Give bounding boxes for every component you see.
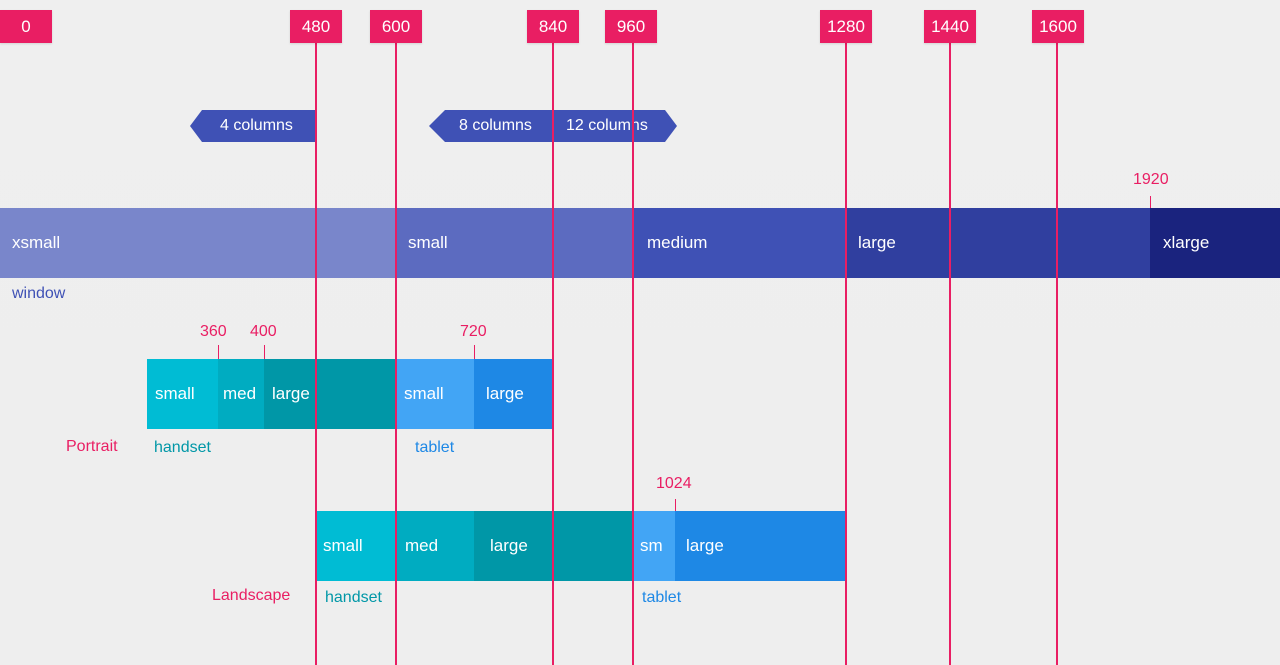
portrait-400-marker: 400: [250, 323, 277, 340]
landscape-tablet-sm-segment: sm: [632, 511, 675, 581]
window-medium-label: medium: [647, 233, 708, 252]
landscape-tablet-label: tablet: [642, 589, 682, 606]
breakpoint-line-480: [315, 43, 317, 665]
four-columns-arrow: 4 columns: [190, 110, 315, 142]
breakpoint-label-0: 0: [0, 10, 52, 43]
window-1920-marker: 1920: [1133, 171, 1169, 188]
portrait-tablet-label: tablet: [415, 439, 455, 456]
landscape-tablet-sm-label: sm: [640, 536, 663, 555]
landscape-handset-label: handset: [325, 589, 382, 606]
landscape-1024-marker: 1024: [656, 475, 692, 492]
portrait-med-label: med: [223, 384, 257, 403]
breakpoint-line-1280: [845, 43, 847, 665]
portrait-400-tick: [264, 345, 265, 359]
portrait-large-segment: large: [264, 359, 395, 429]
portrait-med-segment: med: [218, 359, 264, 429]
landscape-tablet-large-segment: large: [675, 511, 845, 581]
landscape-title: Landscape: [212, 587, 291, 604]
breakpoint-line-840: [552, 43, 554, 665]
breakpoint-line-1440: [949, 43, 951, 665]
window-xlarge-band: xlarge: [1150, 208, 1280, 278]
portrait-tablet-large-segment: large: [474, 359, 552, 429]
breakpoint-label-480: 480: [290, 10, 342, 43]
window-xsmall-label: xsmall: [12, 233, 61, 252]
portrait-tablet-small-label: small: [404, 384, 444, 403]
window-xlarge-label: xlarge: [1163, 233, 1210, 252]
landscape-med-label: med: [405, 536, 439, 555]
portrait-tablet-large-label: large: [486, 384, 524, 403]
landscape-med-segment: med: [395, 511, 474, 581]
twelve-columns-label: 12 columns: [566, 117, 648, 134]
breakpoint-line-600: [395, 43, 397, 665]
landscape-tablet-large-label: large: [686, 536, 724, 555]
window-small-band: small: [395, 208, 632, 278]
portrait-360-marker: 360: [200, 323, 227, 340]
portrait-tablet-small-segment: small: [395, 359, 474, 429]
landscape-small-segment: small: [315, 511, 395, 581]
window-label: window: [12, 285, 66, 302]
landscape-1024-tick: [675, 499, 676, 511]
window-xsmall-band: xsmall: [0, 208, 395, 278]
breakpoint-label-600: 600: [370, 10, 422, 43]
breakpoint-label-1600: 1600: [1032, 10, 1084, 43]
breakpoint-line-960: [632, 43, 634, 665]
portrait-small-label: small: [155, 384, 195, 403]
window-medium-band: medium: [632, 208, 845, 278]
eight-columns-label: 8 columns: [459, 117, 532, 134]
portrait-360-tick: [218, 345, 219, 359]
window-1920-tick: [1150, 196, 1151, 208]
window-large-band: large: [845, 208, 1150, 278]
breakpoint-label-840: 840: [527, 10, 579, 43]
breakpoint-label-1440: 1440: [924, 10, 976, 43]
window-small-label: small: [408, 233, 448, 252]
breakpoint-label-1280: 1280: [820, 10, 872, 43]
portrait-large-label: large: [272, 384, 310, 403]
window-large-label: large: [858, 233, 896, 252]
portrait-720-tick: [474, 345, 475, 359]
breakpoint-label-960: 960: [605, 10, 657, 43]
portrait-handset-label: handset: [154, 439, 211, 456]
breakpoint-line-1600: [1056, 43, 1058, 665]
landscape-large-label: large: [490, 536, 528, 555]
portrait-small-segment: small: [147, 359, 218, 429]
portrait-title: Portrait: [66, 438, 118, 455]
landscape-small-label: small: [323, 536, 363, 555]
four-columns-label: 4 columns: [220, 117, 293, 134]
portrait-720-marker: 720: [460, 323, 487, 340]
